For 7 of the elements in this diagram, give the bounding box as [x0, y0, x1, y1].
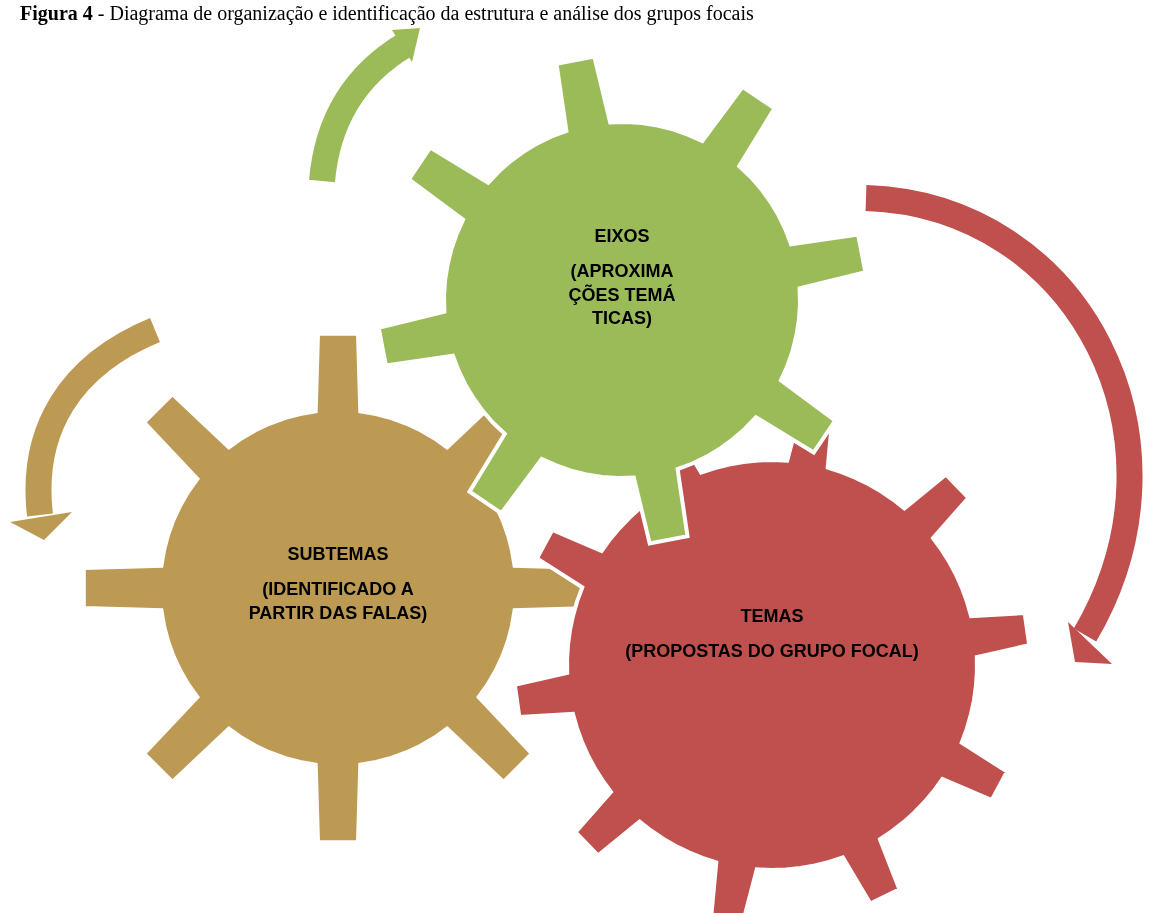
gear-heading: TEMAS [739, 605, 805, 628]
gear-description: (IDENTIFICADO A PARTIR DAS FALAS) [247, 578, 429, 625]
gear-heading: SUBTEMAS [286, 543, 390, 566]
gear-description: (APROXIMAÇÕES TEMÁTICAS) [567, 260, 677, 331]
gear-heading: EIXOS [593, 225, 651, 248]
gear-description: (PROPOSTAS DO GRUPO FOCAL) [624, 640, 920, 664]
figure-title: Figura 4 - Diagrama de organização e identificação da estrutura e análise dos grupos focais [20, 2, 754, 25]
